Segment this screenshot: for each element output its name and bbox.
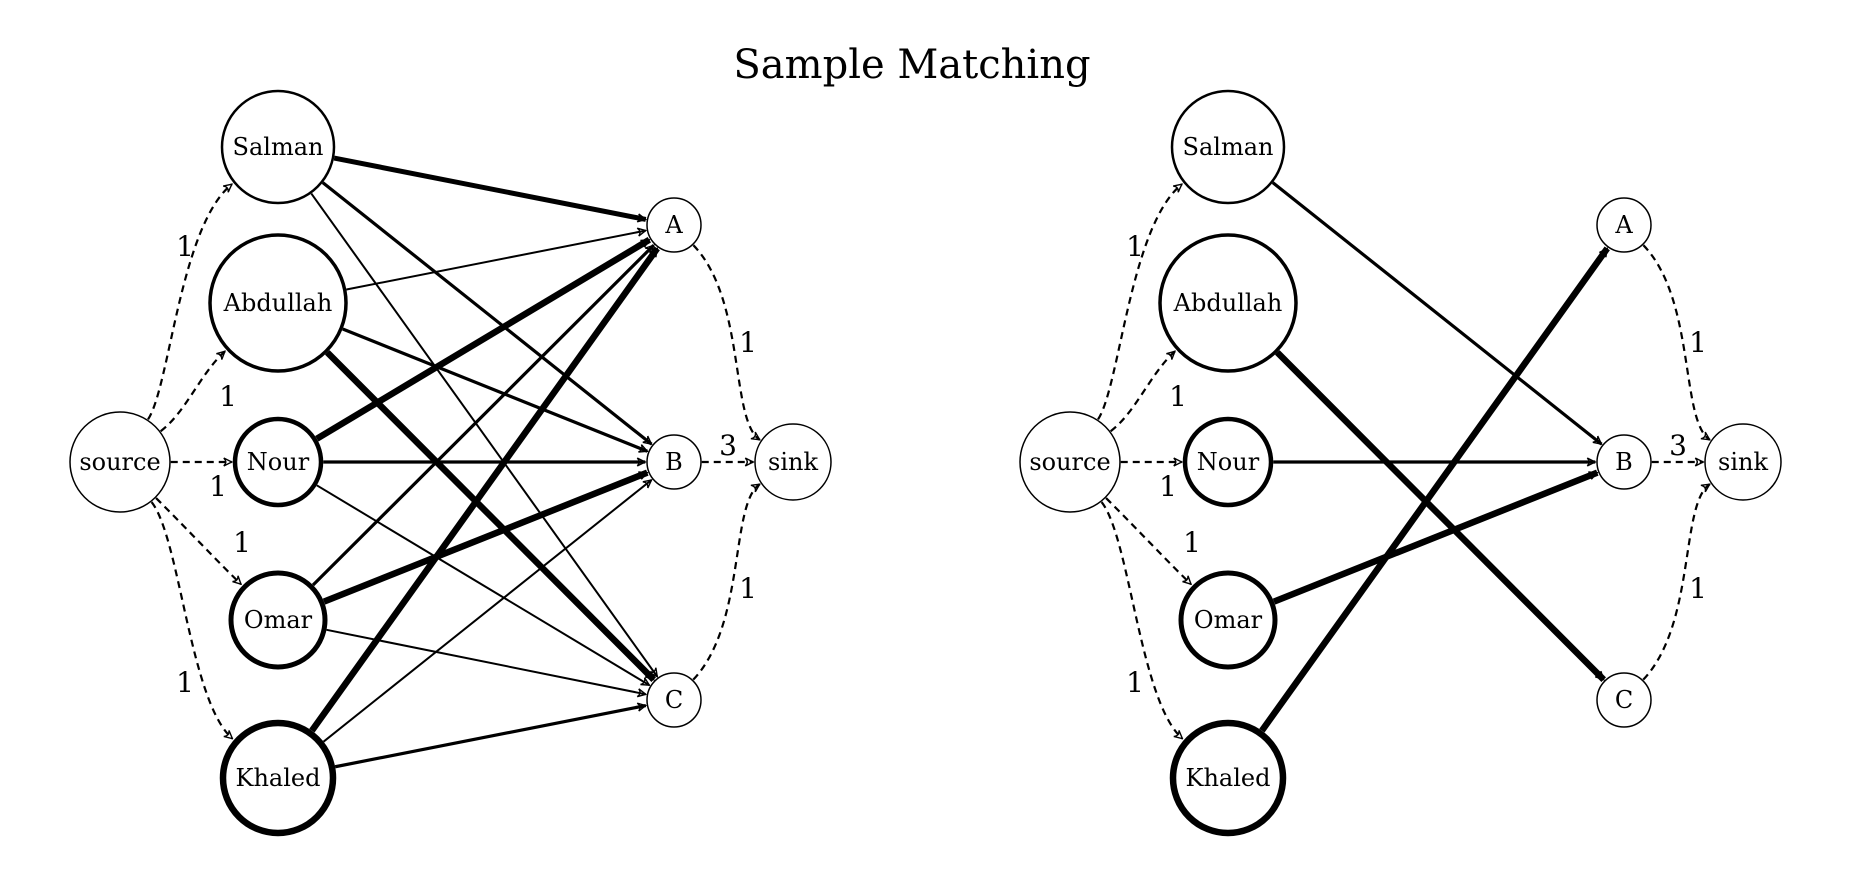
left-edge-omar-b (322, 469, 647, 605)
left-edge-salman-b (321, 181, 652, 446)
left-source-capacity-label: 1 (219, 380, 237, 413)
right-edge-omar-b (1272, 469, 1597, 605)
right-group-node-c-circle (1596, 672, 1652, 728)
right-sink-node-circle (1704, 423, 1782, 501)
left-source-capacity-label: 1 (209, 470, 227, 503)
right-source-capacity-label: 1 (1183, 526, 1201, 559)
left-edge-khaled-a (309, 246, 660, 733)
right-person-node-nour-label: Nour (1197, 448, 1260, 476)
left-sink-edge-c (692, 483, 759, 681)
left-edge-nour-a (315, 236, 651, 442)
left-group-node-a-circle (646, 197, 702, 253)
left-group-node-a-label: A (664, 211, 683, 239)
right-edge-salman-b (1271, 181, 1602, 446)
left-group-capacity-label: 1 (739, 326, 757, 359)
left-sink-node-label: sink (768, 448, 818, 476)
right-person-node-khaled-circle (1169, 719, 1287, 837)
left-edge-khaled-c (334, 706, 646, 769)
left-person-node-salman-circle (220, 89, 336, 205)
left-edge-nour-c (316, 484, 650, 687)
left-source-capacity-label: 1 (176, 230, 194, 263)
left-edge-omar-a (311, 244, 655, 587)
left-group-node-b-circle (646, 434, 702, 490)
right-person-node-salman-circle (1170, 89, 1286, 205)
right-source-capacity-label: 1 (1126, 230, 1144, 263)
right-source-capacity-label: 1 (1169, 380, 1187, 413)
left-person-node-salman-label: Salman (233, 133, 324, 161)
left-sink-node-circle (754, 423, 832, 501)
right-sink-edge-c (1642, 483, 1709, 681)
left-edge-abdullah-a (346, 231, 645, 291)
left-person-node-abdullah-label: Abdullah (223, 289, 333, 317)
left-person-node-nour-circle (232, 416, 324, 508)
right-person-node-abdullah-label: Abdullah (1173, 289, 1283, 317)
right-person-node-nour-circle (1182, 416, 1274, 508)
right-group-node-a-label: A (1614, 211, 1633, 239)
right-group-node-c-label: C (1615, 686, 1633, 714)
right-person-node-khaled-label: Khaled (1186, 764, 1271, 792)
left-source-edge-khaled (150, 501, 233, 739)
left-source-edge-abdullah (159, 351, 225, 433)
right-source-node-circle (1019, 411, 1121, 513)
left-person-node-abdullah-circle (208, 233, 348, 373)
right-group-node-b-label: B (1615, 448, 1633, 476)
right-person-node-abdullah-circle (1158, 233, 1298, 373)
right-edge-abdullah-c (1274, 350, 1606, 682)
left-group-node-b-label: B (665, 448, 683, 476)
left-edge-salman-a (333, 155, 646, 219)
right-group-capacity-label: 1 (1689, 572, 1707, 605)
right-person-node-omar-label: Omar (1194, 606, 1263, 634)
left-person-node-nour-label: Nour (247, 448, 310, 476)
right-source-edge-omar (1105, 497, 1191, 584)
diagram-title: Sample Matching (733, 42, 1090, 88)
left-person-node-omar-circle (228, 570, 328, 670)
right-source-edge-khaled (1100, 501, 1183, 739)
left-source-edge-omar (155, 497, 241, 584)
left-source-node-label: source (79, 448, 160, 476)
left-source-capacity-label: 1 (176, 666, 194, 699)
left-group-capacity-label: 1 (739, 572, 757, 605)
left-source-capacity-label: 1 (233, 526, 251, 559)
left-sink-edge-a (692, 244, 759, 441)
right-source-node-label: source (1029, 448, 1110, 476)
right-group-capacity-label: 3 (1669, 429, 1687, 462)
right-person-node-omar-circle (1178, 570, 1278, 670)
right-source-capacity-label: 1 (1159, 470, 1177, 503)
left-edge-abdullah-c (324, 350, 656, 682)
left-group-capacity-label: 3 (719, 429, 737, 462)
right-group-capacity-label: 1 (1689, 326, 1707, 359)
right-group-node-a-circle (1596, 197, 1652, 253)
right-sink-node-label: sink (1718, 448, 1768, 476)
left-edge-salman-c (310, 192, 657, 677)
left-edge-abdullah-b (342, 327, 648, 453)
right-edge-khaled-a (1259, 246, 1610, 733)
right-source-capacity-label: 1 (1126, 666, 1144, 699)
left-group-node-c-label: C (665, 686, 683, 714)
left-group-node-c-circle (646, 672, 702, 728)
right-sink-edge-a (1642, 244, 1709, 441)
left-person-node-omar-label: Omar (244, 606, 313, 634)
left-source-node-circle (69, 411, 171, 513)
left-person-node-khaled-label: Khaled (236, 764, 321, 792)
left-edge-khaled-b (322, 480, 652, 743)
right-person-node-salman-label: Salman (1183, 133, 1274, 161)
right-group-node-b-circle (1596, 434, 1652, 490)
left-person-node-khaled-circle (219, 719, 337, 837)
right-source-edge-abdullah (1109, 351, 1175, 433)
